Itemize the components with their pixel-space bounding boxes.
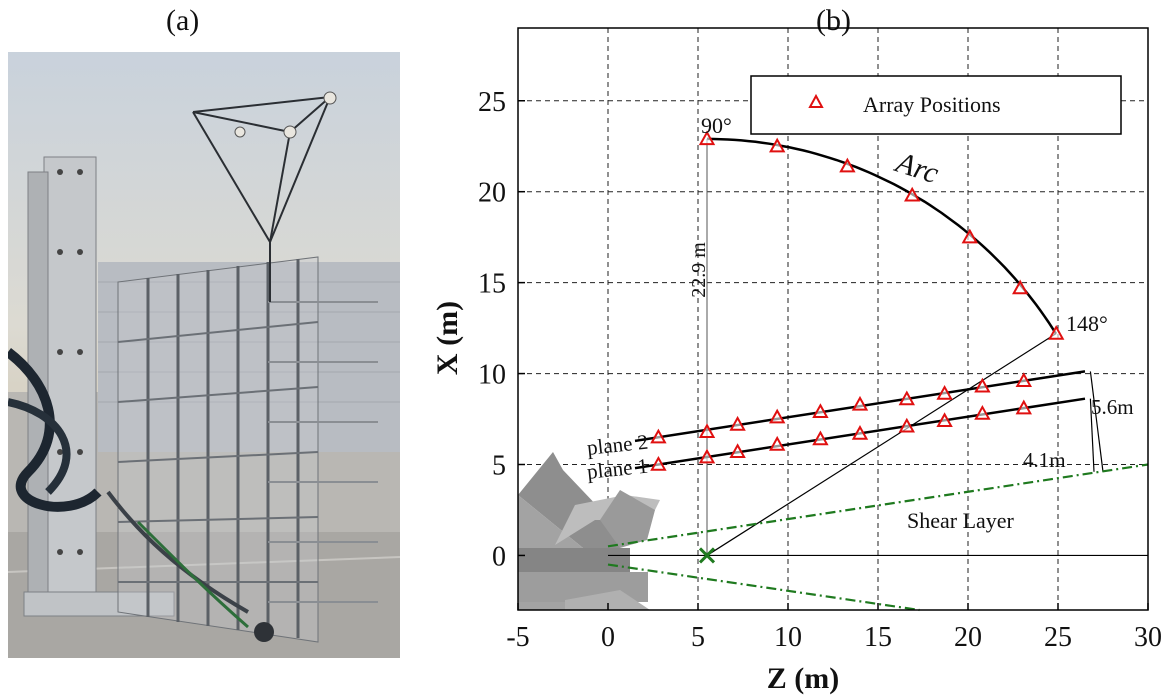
aircraft-silhouette — [518, 452, 660, 610]
x-tick-label: 30 — [1134, 622, 1162, 653]
plot-frame — [517, 27, 1149, 611]
array-position-marker — [904, 186, 921, 202]
array-position-marker — [1048, 324, 1065, 340]
panel-a-label: (a) — [166, 4, 200, 37]
array-position-marker — [974, 377, 991, 393]
array-position-marker — [698, 130, 716, 146]
photo-illustration — [8, 52, 400, 658]
x-tick-label: 10 — [774, 622, 802, 653]
plane-1-offset-bracket — [1089, 398, 1095, 472]
array-position-marker — [898, 390, 915, 406]
radius-label: 22.9 m — [688, 242, 710, 298]
arc-label: Arc — [890, 145, 942, 190]
array-position-marker — [650, 428, 667, 444]
y-tick-label: 20 — [478, 178, 506, 209]
x-tick-label: 0 — [601, 622, 615, 653]
x-tick-label: 5 — [691, 622, 705, 653]
array-position-marker — [936, 412, 953, 428]
array-position-marker — [898, 417, 915, 433]
array-position-marker — [851, 395, 869, 411]
x-tick-label: 15 — [864, 622, 892, 653]
array-position-marker — [812, 403, 829, 418]
x-tick-label: 25 — [1044, 622, 1072, 653]
nozzle-exit-marker — [698, 547, 716, 564]
legend: Array Positions — [750, 75, 1122, 135]
array-position-marker — [698, 448, 716, 464]
array-position-marker — [936, 385, 953, 400]
array-rig-photo — [8, 52, 400, 658]
y-tick-label: 15 — [478, 269, 506, 300]
y-tick-label: 25 — [478, 87, 506, 118]
x-tick-label: -5 — [506, 622, 529, 653]
array-position-marker — [729, 415, 746, 431]
array-position-marker — [851, 425, 869, 440]
array-position-marker — [698, 423, 716, 438]
shear-layer-label: Shear Layer — [907, 508, 1015, 533]
array-position-marker — [729, 443, 746, 458]
array-position-marker — [1015, 399, 1032, 415]
shear-layer-upper — [607, 463, 1149, 548]
array-position-marker — [1015, 372, 1032, 388]
array-position-marker — [1012, 279, 1029, 295]
ray-148-line — [706, 333, 1057, 556]
shear-layer-lower — [607, 563, 920, 612]
array-position-marker — [769, 408, 786, 424]
x-axis-title: Z (m) — [767, 662, 839, 695]
y-tick-label: 5 — [492, 451, 506, 482]
y-axis-title: X (m) — [431, 301, 464, 375]
array-position-marker — [769, 435, 786, 451]
x-tick-label: 20 — [954, 622, 982, 653]
array-position-marker — [961, 228, 978, 244]
panel-b-label: (b) — [816, 4, 851, 37]
plane1-offset-label: 4.1m — [1023, 448, 1066, 472]
plane-2-offset-bracket — [1089, 371, 1104, 472]
plane2-offset-label: 5.6m — [1091, 395, 1134, 419]
arc-line — [706, 137, 1057, 335]
array-position-marker — [650, 455, 667, 471]
y-tick-label: 0 — [492, 541, 506, 572]
plane1-label: plane 1 — [586, 454, 649, 484]
array-position-marker — [974, 405, 991, 420]
legend-label: Array Positions — [863, 92, 1001, 117]
array-position-marker — [812, 430, 829, 446]
y-tick-label: 10 — [478, 360, 506, 391]
angle-end-label: 148° — [1066, 311, 1108, 336]
legend-marker — [808, 93, 824, 108]
array-positions-chart: -5 0 5 10 15 20 25 30 0 5 10 15 20 25 Array Positions… — [431, 27, 1162, 695]
array-position-marker — [769, 137, 786, 153]
angle-start-label: 90° — [701, 113, 732, 138]
array-position-marker — [839, 157, 856, 173]
